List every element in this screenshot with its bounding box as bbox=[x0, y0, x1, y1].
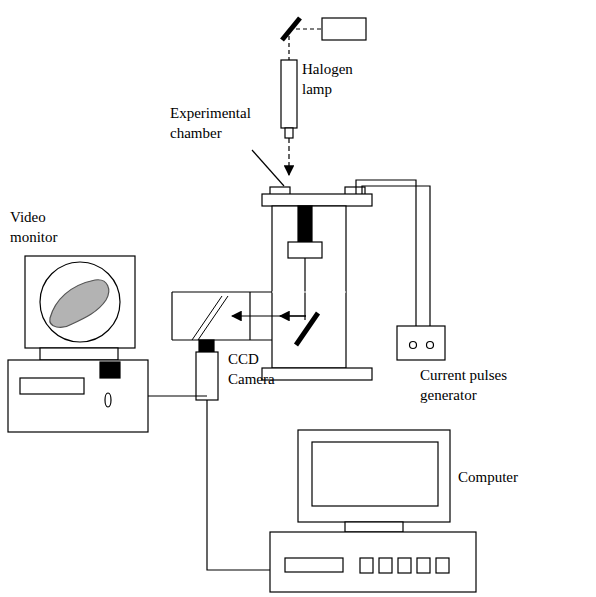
equipment-label: CCD Camera bbox=[228, 350, 286, 389]
equipment-label: Video monitor bbox=[10, 208, 66, 247]
equipment-label: Computer bbox=[458, 468, 518, 488]
equipment-label: Current pulses generator bbox=[420, 366, 524, 405]
equipment-label: Halogen lamp bbox=[302, 60, 364, 99]
equipment-label: Experimental chamber bbox=[170, 104, 262, 143]
